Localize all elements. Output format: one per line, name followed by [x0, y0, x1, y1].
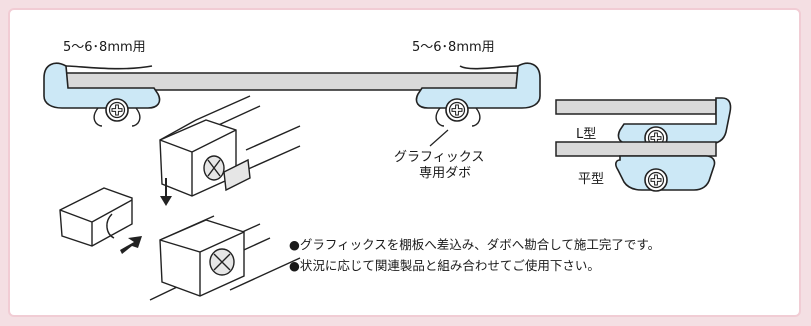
flat-type-label: 平型: [578, 172, 605, 187]
down-arrow-icon: [160, 196, 172, 206]
callout-line: [429, 129, 449, 147]
flat-type-detail: [555, 141, 717, 192]
right-clip-profile: [415, 62, 541, 127]
right-dowel-screw: [445, 98, 469, 122]
callout-line2-text: 専用ダボ: [419, 166, 472, 181]
dowel-callout-label: グラフィックス 専用ダボ: [394, 150, 484, 182]
left-dowel-screw: [105, 98, 129, 122]
assembly-illustration: [59, 95, 301, 301]
left-clip-profile: [43, 62, 161, 127]
callout-line1-text: グラフィックス: [394, 150, 485, 165]
note-item: ●状況に応じて関連製品と組み合わせてご使用下さい。: [289, 258, 600, 273]
l-type-label: L型: [576, 127, 597, 142]
insert-arrow-icon: [120, 236, 142, 254]
left-size-label: 5～6･8mm用: [63, 40, 146, 55]
note-item: ●グラフィックスを棚板へ差込み、ダボへ勘合して施工完了です。: [289, 237, 661, 252]
right-size-label: 5～6･8mm用: [412, 40, 495, 55]
